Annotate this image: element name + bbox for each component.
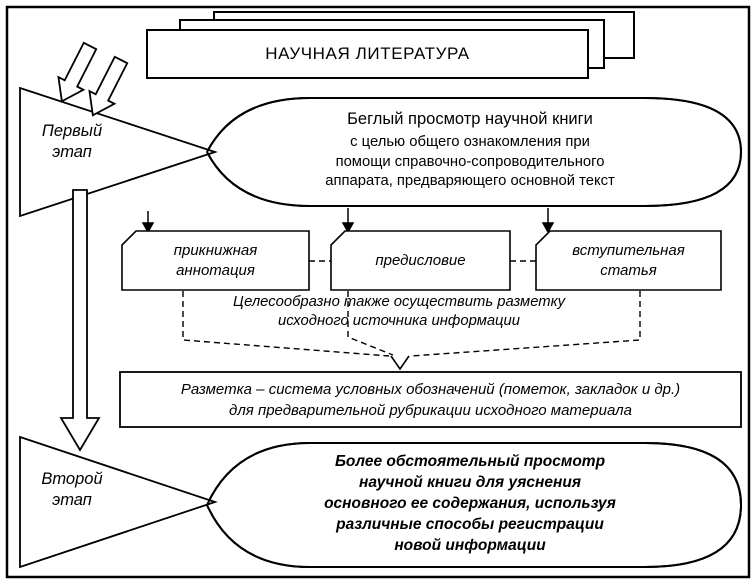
source-label-preface: предисловие	[375, 251, 466, 269]
dashed-merge-arrowhead	[390, 355, 410, 371]
advice-text: Целесообразно также осуществить разметку…	[233, 294, 565, 329]
literature-title-box	[146, 29, 589, 79]
markup-definition-box	[119, 371, 742, 428]
source-label-intro-article: вступительная статья	[572, 242, 685, 279]
dashed-merge-right	[410, 291, 641, 357]
stage2-overview: Более обстоятельный просмотр научной кни…	[324, 453, 616, 555]
outer-border	[5, 5, 751, 579]
arrow-head-intro	[541, 222, 555, 234]
bubble-to-cards-arrows	[141, 208, 555, 234]
stage2-label: Второй этап	[41, 470, 103, 510]
arrow-head-annotation	[141, 222, 155, 234]
dashed-merge-middle	[347, 291, 394, 356]
stage1-to-stage2-arrow	[59, 189, 101, 452]
down-arrow-top-left	[57, 41, 98, 103]
stage2-triangle	[19, 435, 218, 569]
markup-definition-text: Разметка – система условных обозначений …	[180, 380, 681, 419]
source-label-annotation: прикнижная аннотация	[173, 242, 258, 279]
card-annotation	[121, 230, 310, 291]
stage1-overview-rest: с целью общего ознакомления при помощи с…	[325, 134, 615, 190]
card-preface	[330, 230, 511, 291]
diagram-title: НАУЧНАЯ ЛИТЕРАТУРА	[265, 44, 470, 63]
stage1-overview-line1: Беглый просмотр научной книги	[347, 110, 593, 128]
stage1-label: Первый этап	[41, 122, 103, 162]
arrow-head-preface	[341, 222, 355, 234]
stage1-triangle	[19, 86, 218, 218]
down-arrow-top-right	[88, 55, 129, 117]
card-intro-article	[535, 230, 722, 291]
stage1-bubble-outline	[205, 97, 743, 207]
stage2-bubble-outline	[205, 442, 743, 568]
